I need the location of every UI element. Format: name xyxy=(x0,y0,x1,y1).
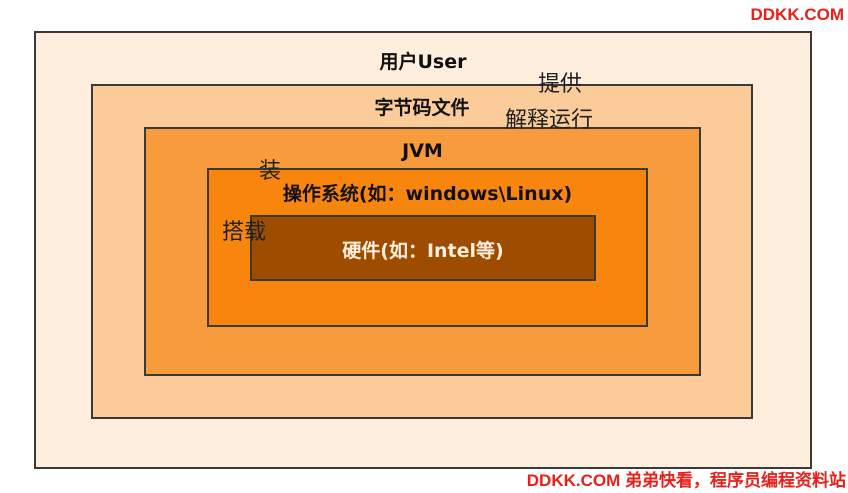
layer-os-label: 操作系统(如：windows\Linux) xyxy=(282,183,573,205)
annotation-interpret: 解释运行 xyxy=(505,108,594,133)
layer-jvm-label: JVM xyxy=(402,140,443,162)
watermark-top: DDKK.COM xyxy=(750,5,845,24)
layer-user-label: 用户User xyxy=(379,51,467,73)
annotation-mount-part2: 搭载 xyxy=(222,220,267,245)
layer-hardware: 硬件(如：Intel等) xyxy=(250,215,596,281)
annotation-mount-part1: 装 xyxy=(259,159,282,184)
layer-bytecode-label: 字节码文件 xyxy=(374,97,470,119)
watermark-bottom: DDKK.COM 弟弟快看，程序员编程资料站 xyxy=(526,471,846,490)
annotation-provide: 提供 xyxy=(538,72,583,97)
layer-hardware-label: 硬件(如：Intel等) xyxy=(342,240,504,262)
